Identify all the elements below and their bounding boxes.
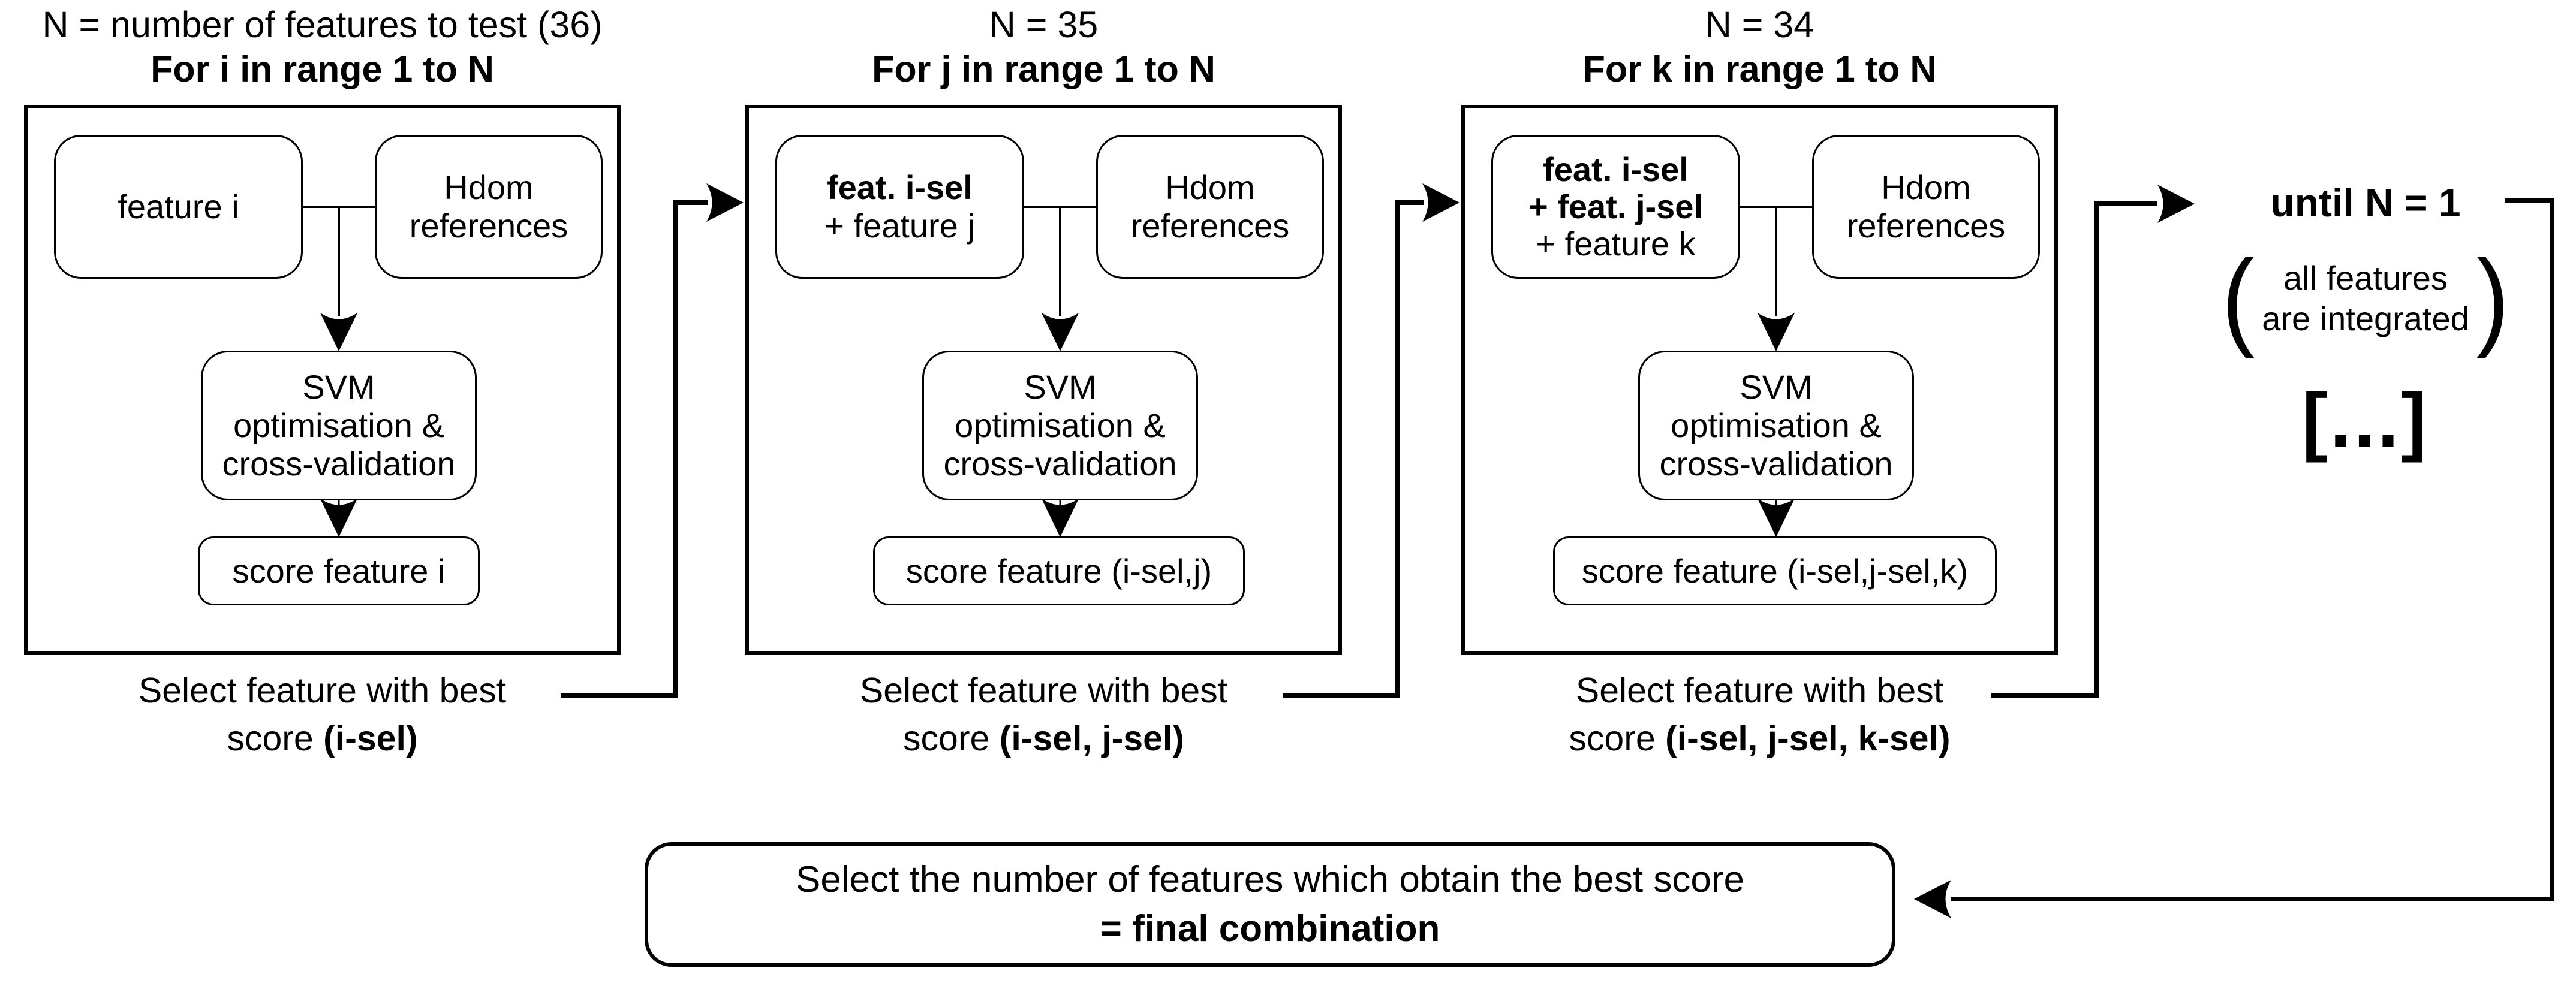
select-best-caption: Select feature with best score (i-sel, j…: [685, 667, 1402, 762]
hdom-references-box: Hdom references: [1812, 135, 2040, 279]
loop-arrow-until-to-final: [1914, 198, 2554, 918]
input-feature-line: feature i: [118, 188, 239, 225]
caption-line2: score (i-sel): [0, 714, 681, 762]
caption-line2: score (i-sel, j-sel, k-sel): [1401, 714, 2118, 762]
caption-score-word: score: [227, 719, 314, 758]
panel-frame: [745, 105, 1342, 655]
loop-arrow-panel2-to-panel3: [1283, 183, 1459, 698]
until-note-text: all features are integrated: [2255, 258, 2476, 339]
arrowhead-right-icon: [1422, 183, 1459, 222]
caption-line1: Select feature with best: [138, 671, 507, 710]
input-feature-line: feat. i-sel: [1543, 150, 1689, 188]
panel-loop-label: For k in range 1 to N: [1582, 49, 1937, 89]
arrowhead-down-icon: [1757, 312, 1795, 352]
paren-open: (: [2222, 237, 2255, 359]
panel3-internal-arrows: [1740, 206, 1812, 538]
iteration-panel-3: N = 34 For k in range 1 to N feat. i-sel…: [1461, 0, 2058, 983]
iteration-panel-2: N = 35 For j in range 1 to N feat. i-sel…: [745, 0, 1342, 983]
caption-selected-set: (i-sel, j-sel): [999, 719, 1184, 758]
panel-loop-label: For i in range 1 to N: [151, 49, 494, 89]
input-feature-box: feat. i-sel + feature j: [775, 135, 1024, 279]
panel-loop-label: For j in range 1 to N: [872, 49, 1215, 89]
note-line2: are integrated: [2262, 299, 2469, 337]
paren-close: ): [2476, 237, 2509, 359]
panel-frame: [24, 105, 621, 655]
until-note: ( all features are integrated ): [2198, 243, 2533, 352]
iteration-panel-1: N = number of features to test (36) For …: [24, 0, 621, 983]
panel-n-label: N = 35: [989, 4, 1099, 45]
hdom-references-box: Hdom references: [1096, 135, 1324, 279]
score-feature-box: score feature (i-sel,j-sel,k): [1553, 536, 1997, 605]
panel-header: N = 35 For j in range 1 to N: [595, 2, 1492, 91]
final-line2: = final combination: [1100, 908, 1440, 949]
arrowhead-left-icon: [1914, 880, 1951, 918]
input-feature-line: + feat. j-sel: [1528, 188, 1704, 225]
iterations-ellipsis: [...]: [2302, 378, 2429, 463]
loop-arrow-panel1-to-panel2: [561, 183, 744, 698]
panel-n-label: N = number of features to test (36): [42, 4, 603, 45]
caption-line1: Select feature with best: [1575, 671, 1944, 710]
caption-line1: Select feature with best: [859, 671, 1228, 710]
score-feature-box: score feature (i-sel,j): [873, 536, 1245, 605]
until-condition-label: until N = 1: [2270, 180, 2461, 225]
arrowhead-down-icon: [1041, 312, 1079, 352]
final-line1: Select the number of features which obta…: [796, 859, 1744, 900]
panel-header: N = 34 For k in range 1 to N: [1311, 2, 2208, 91]
svm-optimisation-box: SVM optimisation & cross-validation: [922, 351, 1198, 500]
panel-frame: [1461, 105, 2058, 655]
caption-selected-set: (i-sel, j-sel, k-sel): [1665, 719, 1951, 758]
loop-arrow-panel3-to-until: [1991, 185, 2195, 698]
hdom-references-box: Hdom references: [375, 135, 603, 279]
caption-line2: score (i-sel, j-sel): [685, 714, 1402, 762]
input-feature-line: + feature k: [1536, 225, 1696, 263]
panel-header: N = number of features to test (36) For …: [0, 2, 771, 91]
select-best-caption: Select feature with best score (i-sel, j…: [1401, 667, 2118, 762]
final-selection-box: Select the number of features which obta…: [645, 842, 1895, 967]
caption-score-word: score: [1569, 719, 1656, 758]
svm-optimisation-box: SVM optimisation & cross-validation: [201, 351, 477, 500]
arrowhead-right-icon: [2157, 185, 2195, 223]
input-feature-line: + feature j: [824, 207, 975, 245]
panel1-internal-arrows: [303, 206, 375, 538]
note-line1: all features: [2283, 258, 2448, 297]
score-feature-box: score feature i: [198, 536, 480, 605]
input-feature-box: feat. i-sel + feat. j-sel + feature k: [1491, 135, 1740, 279]
arrowhead-down-icon: [320, 312, 358, 352]
input-feature-box: feature i: [54, 135, 303, 279]
caption-selected-set: (i-sel): [323, 719, 418, 758]
svm-optimisation-box: SVM optimisation & cross-validation: [1638, 351, 1914, 500]
input-feature-line: feat. i-sel: [827, 168, 973, 206]
arrowhead-right-icon: [706, 183, 744, 222]
caption-score-word: score: [903, 719, 990, 758]
select-best-caption: Select feature with best score (i-sel): [0, 667, 681, 762]
panel-n-label: N = 34: [1705, 4, 1814, 45]
